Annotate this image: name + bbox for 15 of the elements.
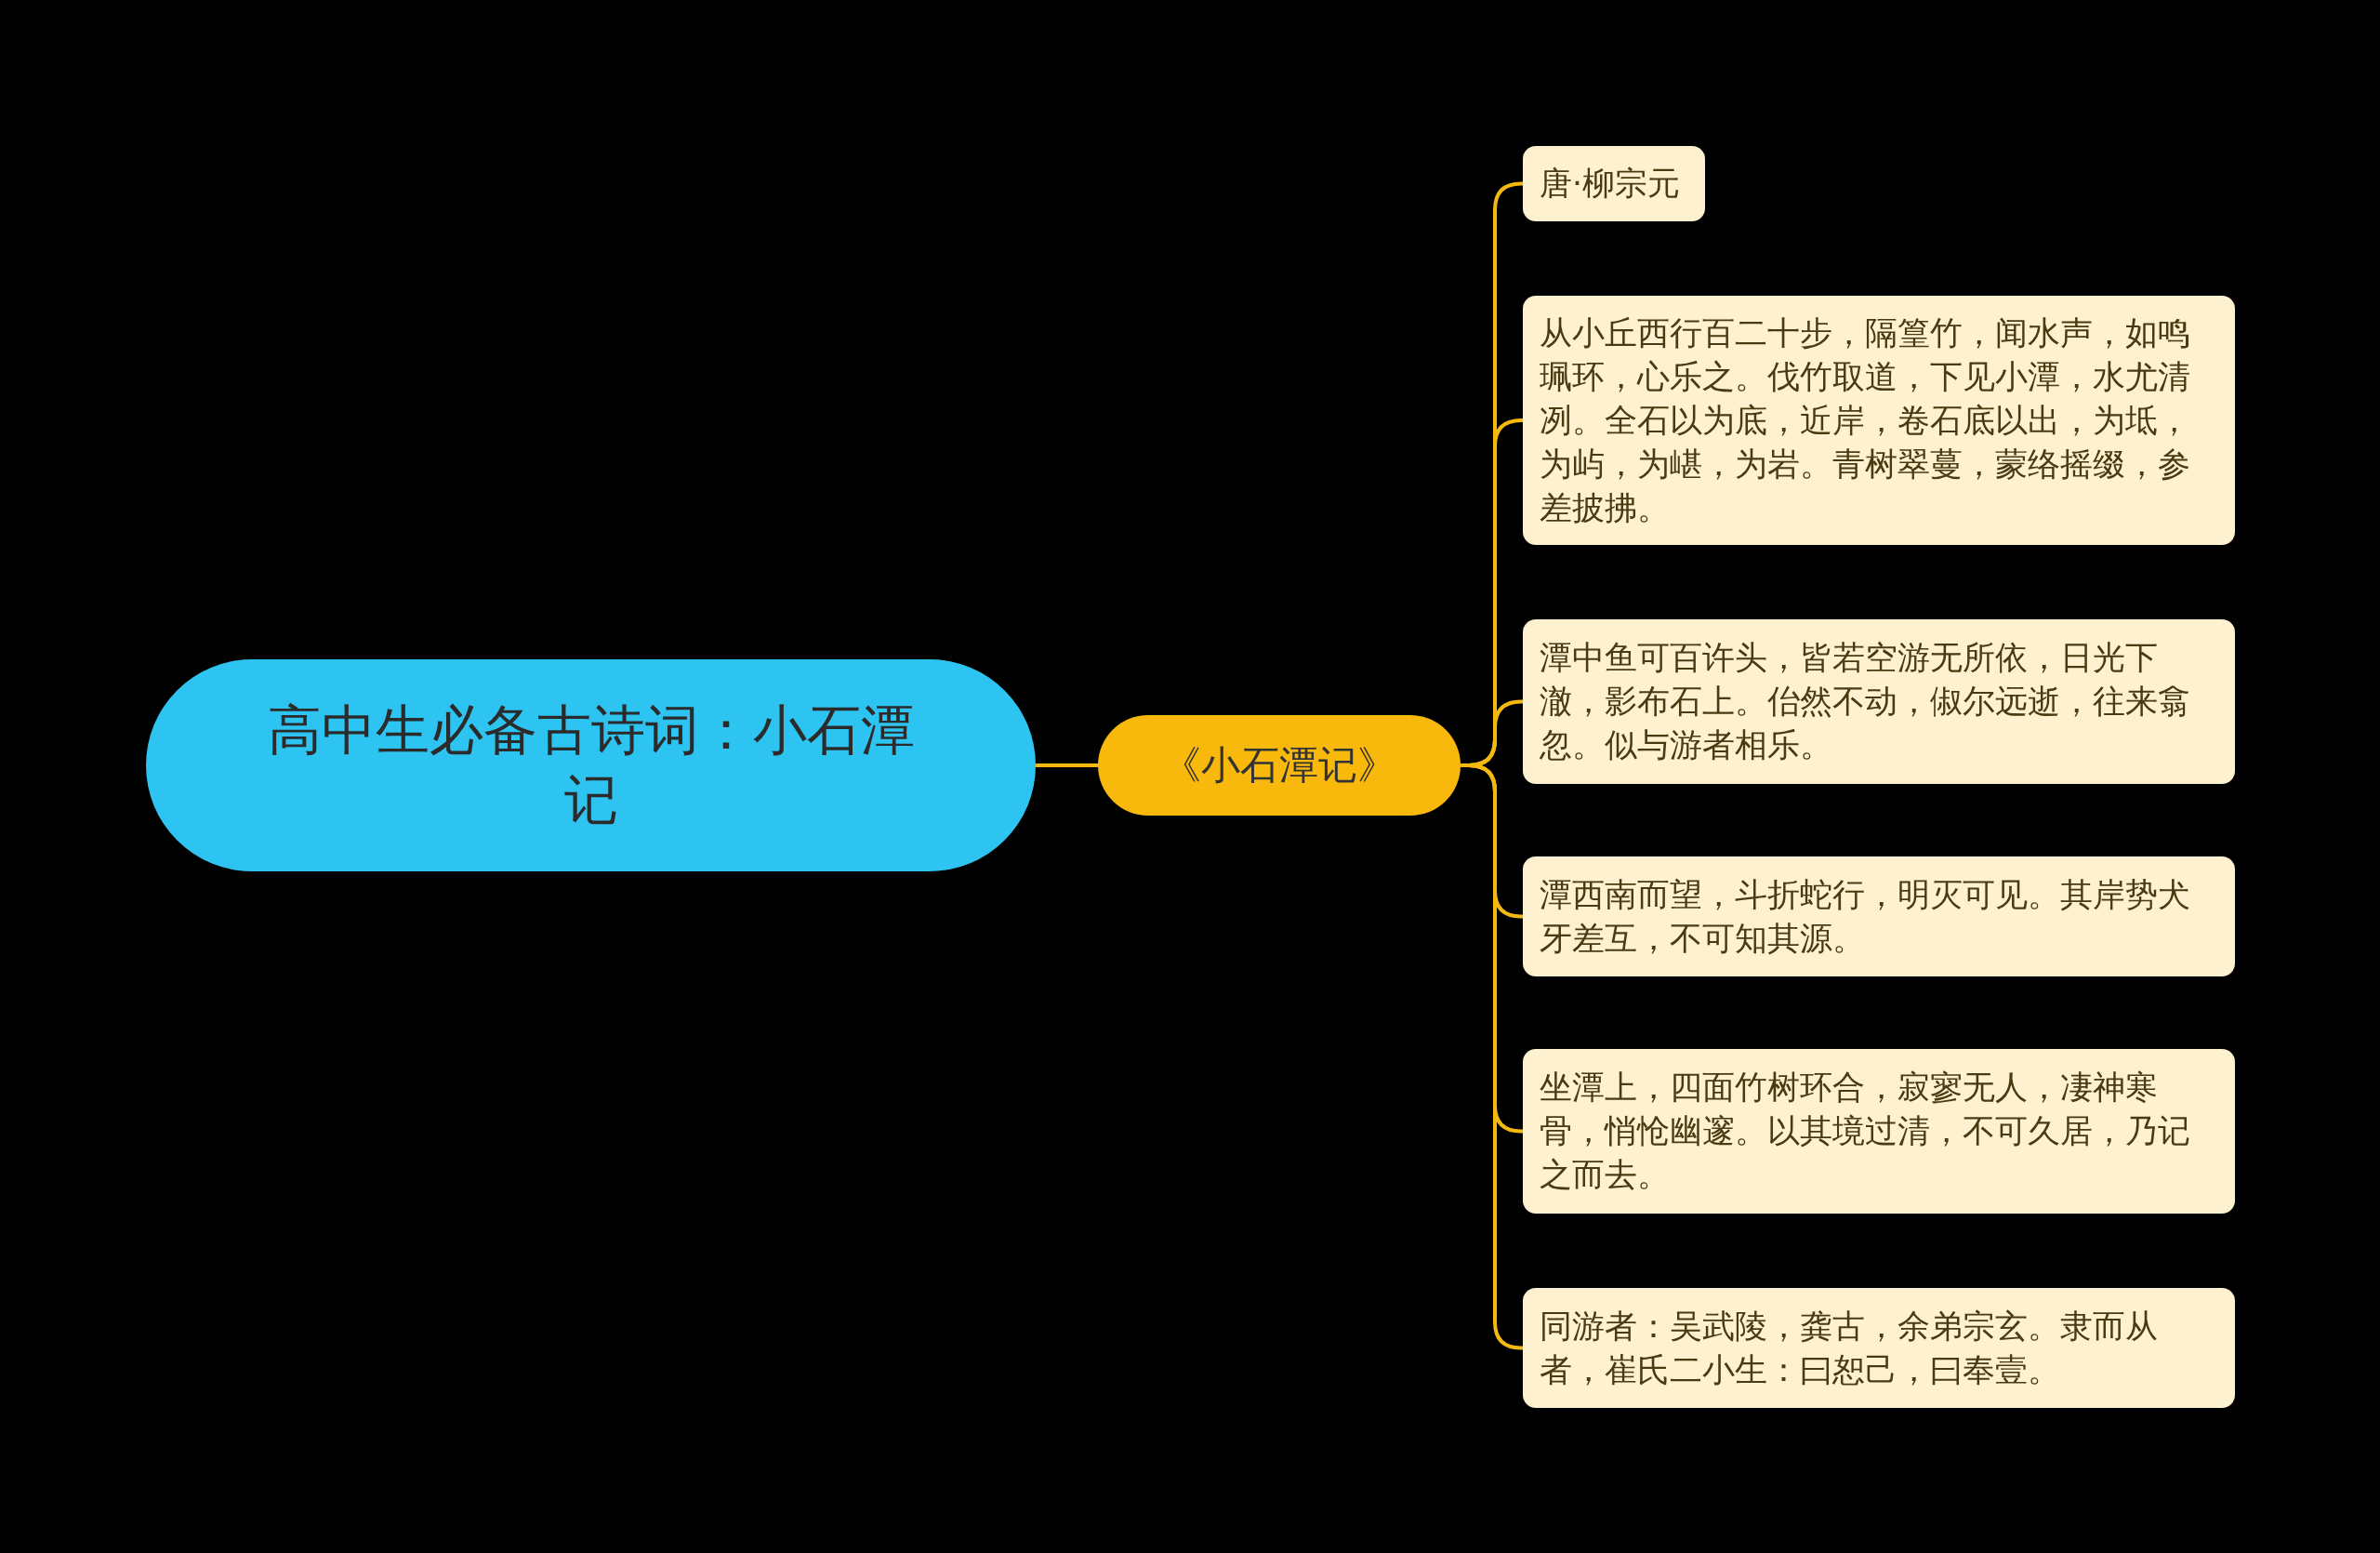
node-text: 坐潭上，四面竹树环合，寂寥无人，凄神寒骨，悄怆幽邃。以其境过清，不可久居，乃记之而去。 xyxy=(1540,1068,2191,1195)
node-text: 潭中鱼可百许头，皆若空游无所依，日光下澈，影布石上。佁然不动，俶尔远逝，往来翕忽。似与游者相乐。 xyxy=(1540,638,2191,765)
node-text: 潭西南而望，斗折蛇行，明灭可见。其岸势犬牙差互，不可知其源。 xyxy=(1540,874,2191,959)
note-card xyxy=(1523,856,2235,976)
node-text: 《小石潭记》 xyxy=(1162,741,1396,790)
note-card xyxy=(1523,1049,2235,1214)
note-card xyxy=(1523,296,2235,545)
note-card xyxy=(1523,619,2235,784)
connector-line xyxy=(1036,763,1098,767)
note-card xyxy=(1523,146,1705,221)
node-text: 从小丘西行百二十步，隔篁竹，闻水声，如鸣珮环，心乐之。伐竹取道，下见小潭，水尤清冽。全石以为底，近岸，卷石底以出，为坻，为屿，为嵁，为岩。青树翠蔓，蒙络摇缀，参差披拂。 xyxy=(1540,312,2191,528)
node-text: 唐·柳宗元 xyxy=(1540,164,1680,204)
note-card xyxy=(1523,1288,2235,1408)
node-text: 高中生必备古诗词：小石潭记 xyxy=(266,697,916,833)
node-text: 同游者：吴武陵，龚古，余弟宗玄。隶而从者，崔氏二小生：曰恕己，曰奉壹。 xyxy=(1540,1306,2159,1390)
